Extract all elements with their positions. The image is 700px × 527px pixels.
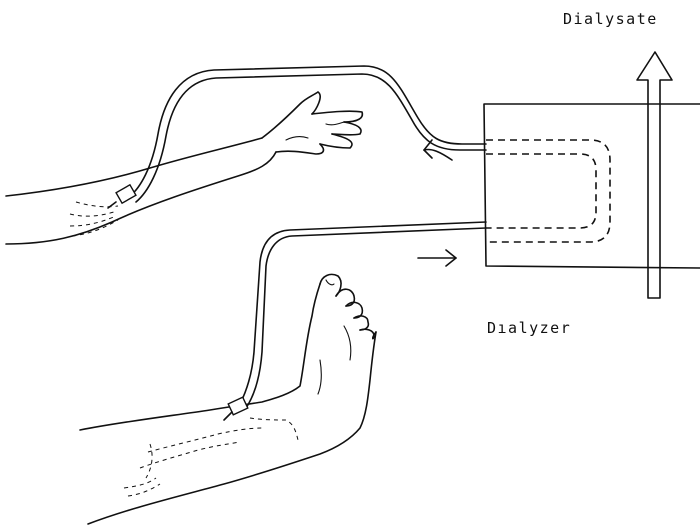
- return-blood-tube: [130, 66, 486, 202]
- arterial-blood-tube: [240, 222, 486, 408]
- arterial-flow-arrow: [418, 250, 456, 266]
- arm-cannula: [108, 185, 136, 208]
- patient-arm: [6, 92, 362, 244]
- leg-cannula: [224, 397, 248, 420]
- dialyzer-internal-path: [486, 140, 610, 242]
- dialysate-flow-arrow: [637, 52, 672, 298]
- patient-leg: [80, 274, 376, 524]
- dialyzer-label: Dıalyzer: [487, 319, 571, 337]
- dialysate-label: Dialysate: [563, 10, 658, 28]
- dialyzer-box: [484, 104, 700, 268]
